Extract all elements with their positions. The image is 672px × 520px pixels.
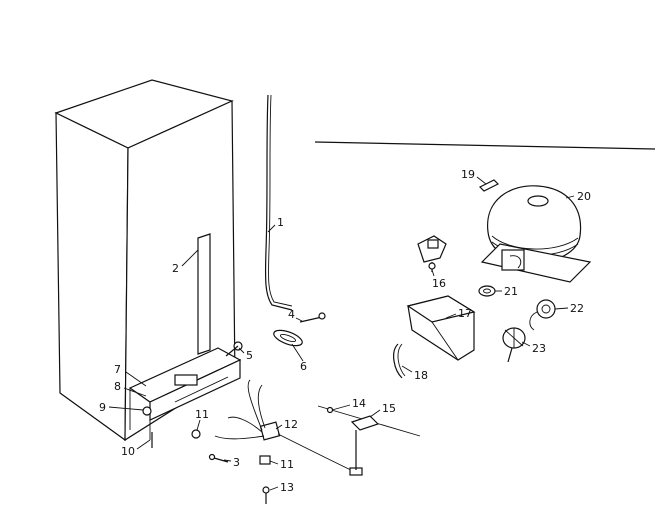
callout-6: 6 [300, 360, 307, 373]
part-18-clip [393, 343, 406, 379]
part-4-screw [299, 312, 326, 323]
part-20-compressor [480, 185, 592, 283]
callout-10: 10 [121, 445, 135, 458]
part-22-overload [529, 299, 556, 331]
callout-13: 13 [280, 481, 294, 494]
separator-line [314, 141, 656, 150]
callout-23: 23 [532, 342, 546, 355]
base-assembly [128, 347, 242, 448]
callout-14: 14 [352, 397, 366, 410]
callout-2: 2 [172, 262, 179, 275]
callout-21: 21 [504, 285, 518, 298]
part-2-bracket [197, 233, 211, 355]
callout-18: 18 [414, 369, 428, 382]
part-16-relay [417, 235, 447, 272]
callout-12: 12 [284, 418, 298, 431]
part-14-15-bracket [317, 405, 421, 470]
callout-1: 1 [277, 216, 284, 229]
callout-19: 19 [461, 168, 475, 181]
callout-9: 9 [99, 401, 106, 414]
part-19-clip [478, 179, 500, 192]
part-12-harness [191, 379, 363, 476]
callout-4: 4 [288, 308, 295, 321]
callout-7: 7 [114, 363, 121, 376]
part-5-screw [225, 341, 243, 357]
part-3-screw [208, 453, 229, 463]
callout-11-lower: 11 [280, 458, 294, 471]
callout-5: 5 [246, 349, 253, 362]
part-13-screw [262, 486, 270, 504]
callout-17: 17 [458, 307, 472, 320]
callout-11-upper: 11 [195, 408, 209, 421]
callout-8: 8 [114, 380, 121, 393]
callout-22: 22 [570, 302, 584, 315]
callout-20: 20 [577, 190, 591, 203]
part-17-cover [406, 295, 476, 361]
callout-16: 16 [432, 277, 446, 290]
part-6-grommet [273, 329, 303, 347]
part-21-grommet [478, 285, 496, 297]
leader-lines [108, 176, 575, 491]
part-23-part [502, 327, 526, 363]
callout-15: 15 [382, 402, 396, 415]
callout-labels: 1 2 3 4 5 6 7 8 9 10 11 11 12 13 14 15 1… [99, 168, 591, 494]
callout-3: 3 [233, 456, 240, 469]
part-1-tube [264, 94, 293, 311]
